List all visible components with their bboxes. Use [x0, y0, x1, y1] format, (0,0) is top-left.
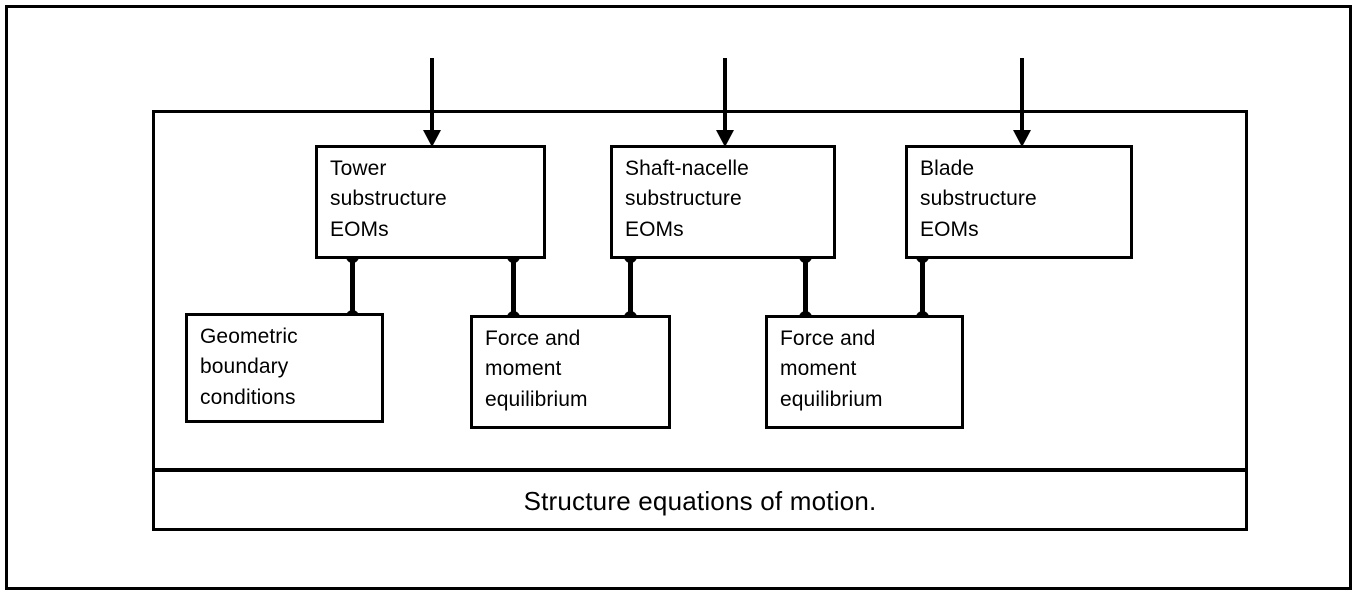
input-arrow-shaft-nacelle-head [716, 130, 734, 147]
node-blade-line-1: Blade [920, 157, 975, 180]
inner-panel-frame [152, 110, 1248, 531]
node-force-1-line-3: equilibrium [485, 387, 588, 411]
connector-blade-to-force-2 [920, 256, 925, 318]
node-tower-substructure-eoms[interactable]: Tower substructure EOMs [315, 145, 546, 259]
caption-bar: Structure equations of motion. [152, 468, 1248, 531]
node-blade-line-3: EOMs [920, 217, 979, 241]
node-force-and-moment-equilibrium-2[interactable]: Force and moment equilibrium [765, 315, 964, 429]
node-shaft-line-3: EOMs [625, 217, 684, 241]
node-tower-line-2: substructure [330, 187, 447, 211]
figure-caption: Structure equations of motion. [523, 486, 877, 516]
connector-tower-to-geometric [350, 256, 355, 318]
node-blade-line-2: substructure [920, 187, 1037, 211]
node-shaft-line-1: Shaft-nacelle [625, 157, 749, 180]
input-arrow-blade-head [1013, 130, 1031, 147]
node-force-1-line-2: moment [485, 357, 562, 381]
node-force-1-line-1: Force and [485, 327, 581, 350]
node-shaft-nacelle-substructure-eoms[interactable]: Shaft-nacelle substructure EOMs [610, 145, 836, 259]
input-arrow-shaft-nacelle-shaft [723, 58, 727, 134]
node-tower-line-3: EOMs [330, 217, 389, 241]
node-force-2-line-2: moment [780, 357, 857, 381]
node-shaft-line-2: substructure [625, 187, 742, 211]
outer-frame [5, 5, 1352, 590]
input-arrow-blade-shaft [1020, 58, 1024, 134]
node-force-and-moment-equilibrium-1[interactable]: Force and moment equilibrium [470, 315, 671, 429]
connector-shaft-to-force-2 [803, 256, 808, 318]
connector-tower-to-force-1 [511, 256, 516, 318]
input-arrow-tower-head [423, 130, 441, 147]
node-geometric-boundary-conditions[interactable]: Geometric boundary conditions [185, 313, 384, 423]
connector-shaft-to-force-1 [628, 256, 633, 318]
node-tower-line-1: Tower [330, 157, 387, 180]
node-force-2-line-3: equilibrium [780, 387, 883, 411]
node-geometric-line-3: conditions [200, 385, 296, 409]
node-geometric-line-2: boundary [200, 355, 289, 379]
node-force-2-line-1: Force and [780, 327, 876, 350]
node-blade-substructure-eoms[interactable]: Blade substructure EOMs [905, 145, 1133, 259]
node-geometric-line-1: Geometric [200, 325, 298, 348]
input-arrow-tower-shaft [430, 58, 434, 134]
